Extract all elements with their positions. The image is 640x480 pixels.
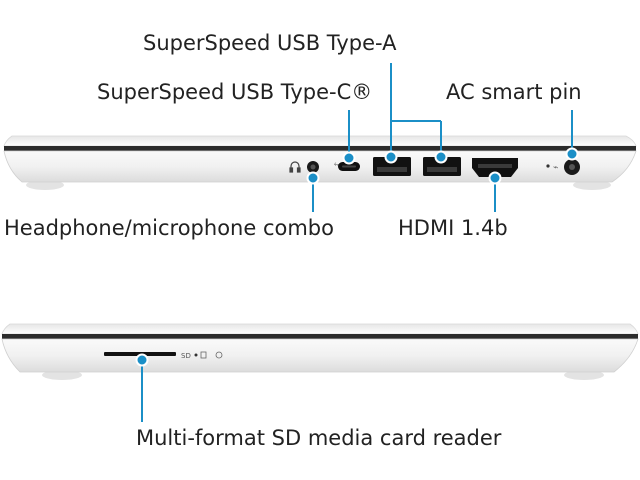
laptop-right-side: ⭋ ⌁ — [3, 135, 637, 190]
rubber-foot — [573, 180, 611, 190]
usb-c-label: SuperSpeed USB Type-C® — [97, 80, 373, 104]
usb-symbol-icon: ⭋ — [334, 160, 340, 168]
activity-led — [194, 353, 198, 357]
laptop-left-side: SD — [1, 323, 639, 380]
ac-smart-pin-label: AC smart pin — [446, 80, 582, 104]
sd-marking: SD — [181, 352, 191, 360]
callout-dots — [135, 147, 579, 367]
usb-a-label: SuperSpeed USB Type-A — [143, 31, 397, 55]
drive-icon — [200, 351, 207, 359]
status-led — [546, 164, 550, 168]
power-icon: ⌁ — [553, 163, 558, 173]
rubber-foot — [564, 370, 604, 380]
sd-reader-label: Multi-format SD media card reader — [136, 426, 502, 450]
hdmi-label: HDMI 1.4b — [398, 216, 508, 240]
callout-lines — [141, 63, 573, 422]
base-chassis — [1, 338, 639, 373]
base-chassis — [3, 150, 637, 183]
rubber-foot — [42, 370, 82, 380]
headphone-icon — [289, 161, 301, 173]
lid-seam — [4, 146, 636, 151]
power-led-icon — [215, 351, 223, 359]
lid-seam — [2, 334, 638, 339]
headphone-label: Headphone/microphone combo — [4, 216, 334, 240]
rubber-foot — [26, 180, 64, 190]
